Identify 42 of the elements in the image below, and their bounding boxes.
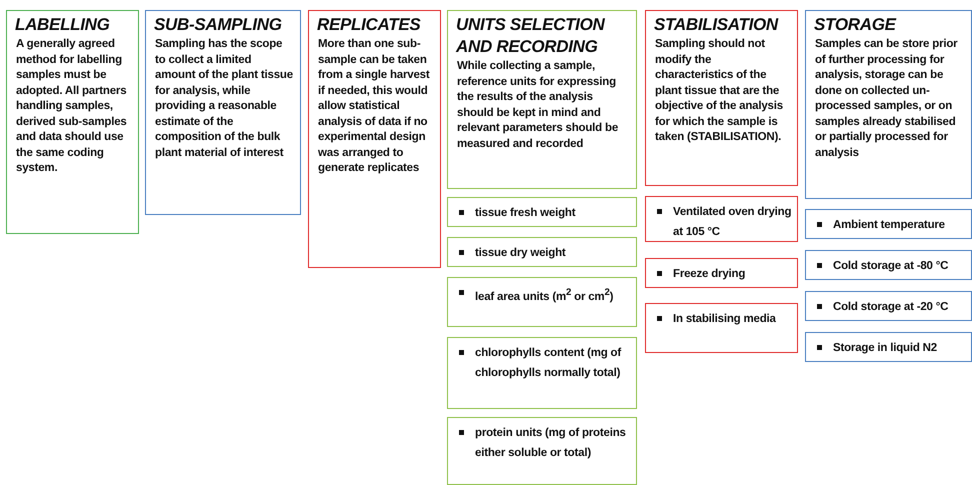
list-item-text: protein units (mg of proteins either soluble or total) (475, 426, 627, 461)
list-item-text: In stabilising media (673, 312, 777, 327)
list-item-text: tissue dry weight (475, 246, 567, 261)
card-description: Sampling should not modify the characteristics of the plant tissue that are the objective of the analysis for which the sample is taken (STABILISATION). (655, 37, 784, 145)
card-description: Sampling has the scope to collect a limited amount of the plant tissue for analysis, while providing a reasonable estimate of the composition of the bulk plant material of interest (155, 37, 294, 160)
list-item-box (645, 196, 798, 242)
card-heading: LABELLING (15, 14, 111, 36)
list-item-text: Freeze drying (673, 267, 746, 282)
list-item-text: Ventilated oven drying at 105 °C (673, 205, 792, 240)
card-heading: STABILISATION (654, 14, 780, 36)
list-item-box (447, 337, 637, 409)
list-item-text: chlorophylls content (mg of chlorophylls normally total) (475, 346, 622, 381)
list-item-box (447, 237, 637, 267)
card-heading: REPLICATES (317, 14, 422, 36)
list-item-text: Cold storage at -20 °C (833, 300, 950, 315)
card-heading: SUB-SAMPLING (154, 14, 283, 36)
card-heading: UNITS SELECTION AND RECORDING (456, 14, 606, 58)
list-item-box (805, 209, 972, 239)
info-card (805, 10, 972, 199)
card-description: Samples can be store prior of further processing for analysis, storage can be done on collected un-processed samples, or on samples already stabilised or partially processed for analysis (815, 37, 958, 160)
list-item-box (805, 250, 972, 280)
list-item-box (447, 197, 637, 227)
card-heading: STORAGE (814, 14, 898, 36)
card-description: While collecting a sample, reference units for expressing the results of the analysis should be kept in mind and relevant parameters should be measured and recorded (457, 59, 620, 152)
info-card (145, 10, 301, 215)
list-item-text: Cold storage at -80 °C (833, 259, 950, 274)
list-item-box (805, 332, 972, 362)
info-card (645, 10, 798, 186)
card-description: More than one sub-sample can be taken from a single harvest if needed, this would allow statistical analysis of data if no experimental design was arranged to generate replicates (318, 37, 430, 176)
list-item-text: leaf area units (m$^{2}$ or cm$^{2}$) (475, 286, 614, 305)
list-item-box (447, 417, 637, 485)
info-card (6, 10, 139, 234)
info-card (447, 10, 637, 189)
list-item-box (645, 258, 798, 288)
card-description: A generally agreed method for labelling samples must be adopted. All partners handling samples, derived sub-samples and data should use the same coding system. (16, 37, 128, 176)
list-item-box (447, 277, 637, 327)
list-item-text: tissue fresh weight (475, 206, 576, 221)
list-item-text: Ambient temperature (833, 218, 946, 233)
list-item-text: Storage in liquid N2 (833, 341, 938, 356)
info-card (308, 10, 441, 268)
list-item-box (645, 303, 798, 353)
list-item-box (805, 291, 972, 321)
